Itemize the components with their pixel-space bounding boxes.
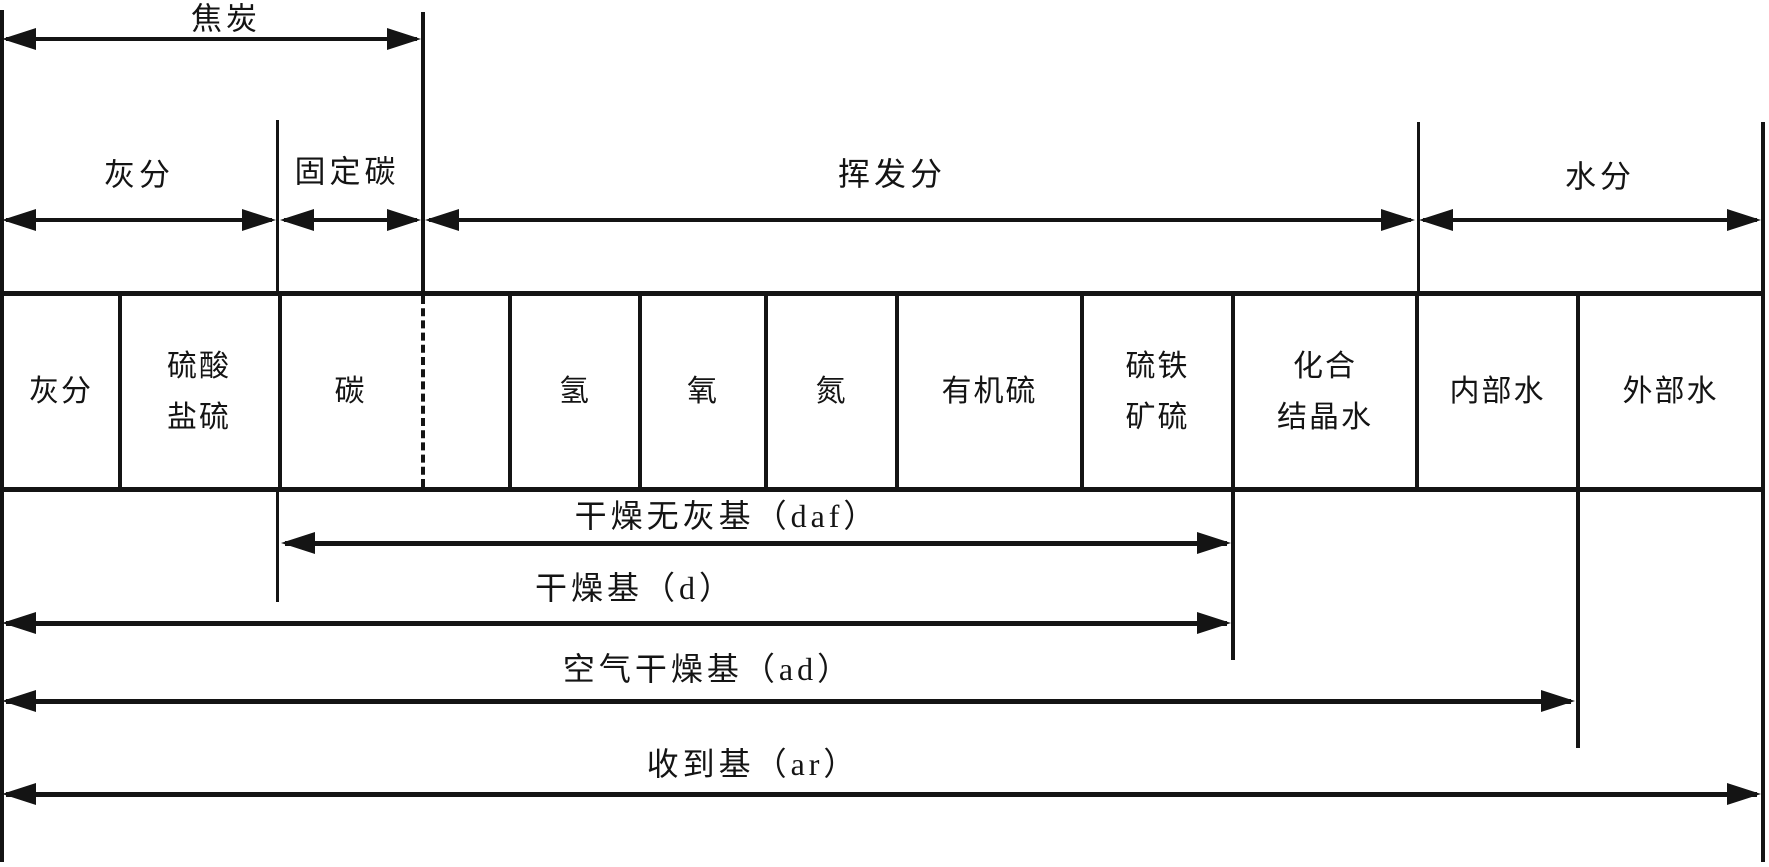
- arrowhead-right-icon: [1727, 209, 1761, 231]
- table-cell-ash: 灰分: [29, 375, 93, 408]
- arrowhead-left-icon: [2, 612, 36, 634]
- arrowhead-right-icon: [387, 209, 421, 231]
- table-cell-oxygen: 氧: [687, 375, 719, 408]
- arrowhead-left-icon: [425, 209, 459, 231]
- cell-divider-line: [508, 296, 512, 487]
- cell-divider-line: [638, 296, 642, 487]
- air-dry-basis-label: 空气干燥基（ad）: [562, 651, 854, 687]
- volatile-span-label: 挥发分: [837, 156, 947, 192]
- arrowhead-left-icon: [281, 532, 315, 554]
- coke-boundary-line: [421, 12, 425, 294]
- arrowhead-left-icon: [2, 783, 36, 805]
- ash-fixedcarbon-divider-line: [276, 120, 279, 294]
- daf-left-extension-line: [276, 489, 279, 602]
- arrow-shaft: [284, 218, 417, 222]
- arrowhead-right-icon: [1727, 783, 1761, 805]
- table-cell-carbon: 碳: [334, 375, 367, 408]
- cell-divider-line: [1415, 296, 1419, 487]
- cell-divider-line: [118, 296, 122, 487]
- airdry-right-extension-line: [1576, 489, 1580, 748]
- moisture-span-label: 水分: [1565, 159, 1635, 195]
- table-bottom-border: [0, 487, 1765, 492]
- arrowhead-left-icon: [2, 690, 36, 712]
- coke-span-label: 焦炭: [191, 1, 261, 37]
- dry-right-extension-line: [1231, 489, 1235, 660]
- fixed-carbon-span-label: 固定碳: [294, 154, 400, 190]
- arrowhead-right-icon: [1197, 532, 1231, 554]
- cell-divider-line: [1231, 296, 1235, 487]
- cell-divider-line: [1576, 296, 1580, 487]
- arrowhead-left-icon: [280, 209, 314, 231]
- arrow-shaft: [429, 218, 1411, 222]
- arrowhead-left-icon: [1419, 209, 1453, 231]
- dry-basis-label: 干燥基（d）: [534, 570, 736, 606]
- arrowhead-right-icon: [1381, 209, 1415, 231]
- arrow-shaft: [6, 621, 1227, 626]
- table-cell-external-water: 外部水: [1622, 375, 1719, 408]
- arrowhead-right-icon: [1541, 690, 1575, 712]
- arrowhead-left-icon: [2, 209, 36, 231]
- cell-divider-line: [895, 296, 899, 487]
- arrowhead-right-icon: [242, 209, 276, 231]
- carbon-split-dashed-line: [421, 296, 425, 487]
- table-top-border: [0, 291, 1765, 296]
- arrowhead-right-icon: [1197, 612, 1231, 634]
- table-cell-sulfate-sulfur: 硫酸 盐硫: [167, 349, 231, 434]
- arrowhead-left-icon: [2, 28, 36, 50]
- arrowhead-right-icon: [387, 28, 421, 50]
- arrow-shaft: [6, 792, 1757, 797]
- arrow-shaft: [6, 218, 272, 222]
- ash-span-label: 灰分: [104, 157, 174, 193]
- right-border-line: [1761, 122, 1765, 862]
- arrow-shaft: [6, 699, 1571, 704]
- cell-divider-line: [278, 296, 282, 487]
- moisture-boundary-line: [1417, 122, 1420, 294]
- table-cell-pyrite-sulfur: 硫铁 矿硫: [1125, 349, 1190, 434]
- table-cell-crystal-water: 化合 结晶水: [1277, 349, 1373, 434]
- arrow-shaft: [6, 37, 417, 41]
- left-border-line: [0, 10, 4, 862]
- cell-divider-line: [1080, 296, 1084, 487]
- arrow-shaft: [1423, 218, 1757, 222]
- daf-basis-label: 干燥无灰基（daf）: [574, 498, 880, 534]
- as-received-basis-label: 收到基（ar）: [646, 746, 860, 782]
- table-cell-organic-sulfur: 有机硫: [941, 375, 1038, 408]
- table-cell-internal-water: 内部水: [1449, 375, 1546, 408]
- table-cell-nitrogen: 氮: [815, 375, 848, 408]
- arrow-shaft: [285, 541, 1227, 546]
- table-cell-hydrogen: 氢: [559, 375, 591, 408]
- cell-divider-line: [764, 296, 768, 487]
